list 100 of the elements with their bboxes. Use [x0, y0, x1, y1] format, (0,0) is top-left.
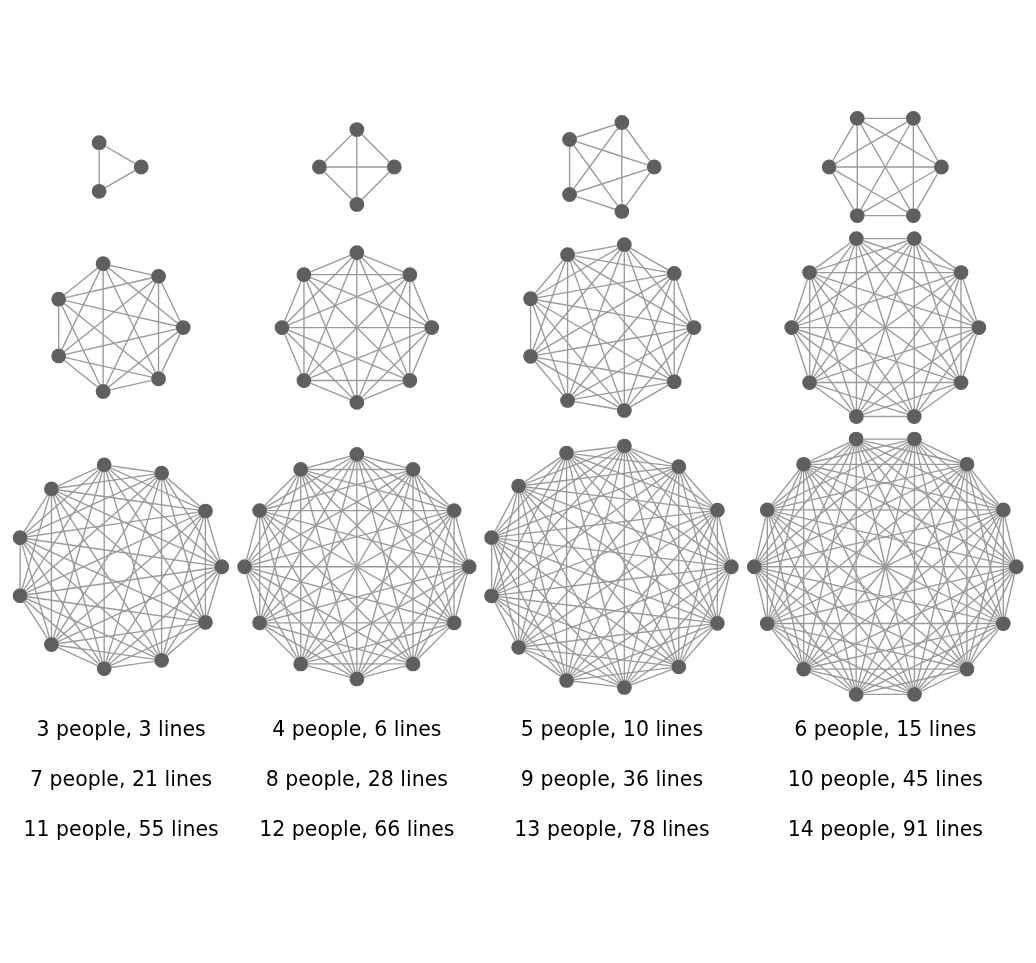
connector [361, 257, 428, 324]
node-circle [293, 656, 309, 672]
connector [288, 326, 426, 329]
node-circle [849, 208, 865, 223]
connector [625, 172, 651, 207]
connector [518, 492, 520, 642]
connector [264, 627, 297, 660]
connector [626, 250, 673, 376]
node-circle [666, 374, 682, 390]
connector [361, 133, 391, 163]
connector [861, 625, 998, 692]
connector [862, 439, 961, 464]
connector [855, 245, 858, 410]
connector [206, 517, 221, 561]
connector [166, 626, 201, 657]
connector [107, 470, 203, 618]
connector [913, 245, 915, 411]
connector [536, 328, 688, 356]
connector [913, 445, 916, 688]
connector [861, 242, 974, 325]
label: 13 people, 78 lines [514, 816, 710, 841]
connector [21, 543, 51, 639]
connector [109, 624, 200, 667]
connector [52, 471, 103, 639]
connector [756, 470, 802, 561]
connector [629, 384, 669, 408]
connector [496, 540, 674, 664]
connector [630, 447, 673, 465]
connector [414, 516, 453, 658]
connector [808, 278, 811, 377]
connector [834, 169, 908, 213]
connector [860, 442, 1012, 563]
node-circle [446, 503, 462, 519]
connector [919, 627, 999, 691]
connector [497, 597, 673, 665]
connector [716, 516, 719, 617]
connector [415, 474, 467, 562]
connector [64, 277, 153, 299]
connector [495, 450, 621, 592]
node-circle [953, 265, 969, 280]
connector [362, 382, 404, 401]
connector [24, 599, 100, 665]
connector [623, 452, 626, 682]
connector [916, 172, 939, 211]
connector [831, 123, 855, 162]
connector [247, 474, 298, 562]
node-circle [671, 459, 687, 475]
connector [572, 453, 673, 467]
connector [536, 299, 688, 327]
connector [860, 514, 1000, 690]
connector [809, 624, 997, 669]
connector [858, 445, 965, 664]
connector [306, 624, 448, 663]
connector [57, 644, 156, 660]
connector [523, 456, 562, 483]
connector [56, 514, 201, 641]
connector [24, 541, 157, 657]
connector [266, 622, 448, 624]
connector [772, 513, 963, 666]
connector [809, 671, 851, 692]
connector [536, 359, 619, 408]
connector [919, 242, 956, 270]
connector [814, 386, 852, 414]
connector [804, 470, 856, 688]
connector [815, 384, 909, 416]
connector [679, 472, 717, 618]
connector [859, 277, 958, 412]
connector [962, 278, 978, 322]
connector [815, 329, 973, 382]
node-circle [446, 615, 462, 631]
node-circle [559, 445, 574, 461]
node-circle [959, 661, 975, 677]
connector [310, 273, 404, 276]
connector [166, 477, 201, 508]
connector [809, 569, 1011, 667]
connector [24, 477, 157, 592]
connector [628, 450, 728, 563]
node-circle [959, 456, 975, 472]
node-circle [848, 686, 864, 702]
connector [57, 467, 99, 487]
connector [681, 472, 729, 562]
node-circle [953, 375, 969, 390]
connector [102, 269, 104, 386]
node-circle [523, 348, 538, 364]
node-circle [51, 348, 67, 364]
connector [967, 516, 1003, 663]
connector [356, 460, 358, 673]
connector [497, 510, 712, 538]
connector [771, 469, 800, 505]
connector [918, 571, 1013, 690]
connector [309, 329, 426, 379]
node-circle [95, 256, 111, 272]
node-circle [523, 291, 538, 307]
connector [362, 625, 449, 677]
connector [108, 570, 218, 665]
label: 6 people, 15 lines [794, 716, 977, 741]
connector [323, 133, 353, 163]
connector [494, 458, 564, 591]
connector [264, 473, 409, 619]
node-circle [671, 659, 687, 675]
